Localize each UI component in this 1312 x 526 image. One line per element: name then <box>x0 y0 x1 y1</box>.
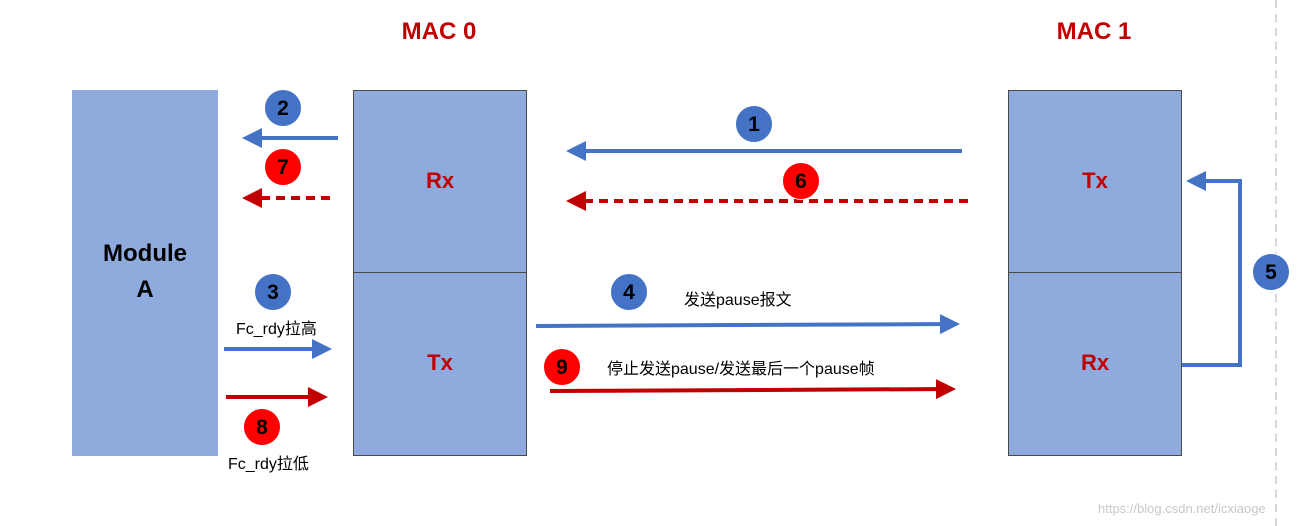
arrow-5 <box>1182 171 1242 367</box>
module-a-label: Module A <box>72 236 218 308</box>
mac1-rx-box <box>1008 272 1182 456</box>
mac1-rx-label: Rx <box>1080 350 1110 375</box>
mac0-rx-box <box>353 90 527 273</box>
note-fc-rdy-high: Fc_rdy拉高 <box>236 321 317 338</box>
module-label-line2: A <box>136 276 154 303</box>
step-8-badge: 8 <box>243 408 281 446</box>
step-3-badge: 3 <box>254 273 292 311</box>
step-9-badge: 9 <box>543 348 581 386</box>
arrow-9 <box>549 379 956 400</box>
mac0-tx-label: Tx <box>427 350 453 375</box>
watermark: https://blog.csdn.net/icxiaoge <box>1098 501 1266 516</box>
note-stop-pause: 停止发送pause/发送最后一个pause帧 <box>607 361 875 378</box>
step-5-badge: 5 <box>1252 253 1290 291</box>
step-6-badge: 6 <box>782 162 820 200</box>
arrow-4 <box>535 314 960 335</box>
note-send-pause: 发送pause报文 <box>684 292 792 309</box>
mac1-title: MAC 1 <box>1056 18 1132 45</box>
mac0-tx-box <box>353 272 527 456</box>
step-1-badge: 1 <box>735 105 773 143</box>
mac1-tx-label: Tx <box>1082 168 1108 193</box>
mac0-rx-label: Rx <box>425 168 455 193</box>
step-7-badge: 7 <box>264 148 302 186</box>
module-a-box <box>72 90 218 456</box>
module-label-line1: Module <box>103 240 187 267</box>
step-4-badge: 4 <box>610 273 648 311</box>
note-fc-rdy-low: Fc_rdy拉低 <box>228 456 309 473</box>
mac0-title: MAC 0 <box>401 18 477 45</box>
step-2-badge: 2 <box>264 89 302 127</box>
